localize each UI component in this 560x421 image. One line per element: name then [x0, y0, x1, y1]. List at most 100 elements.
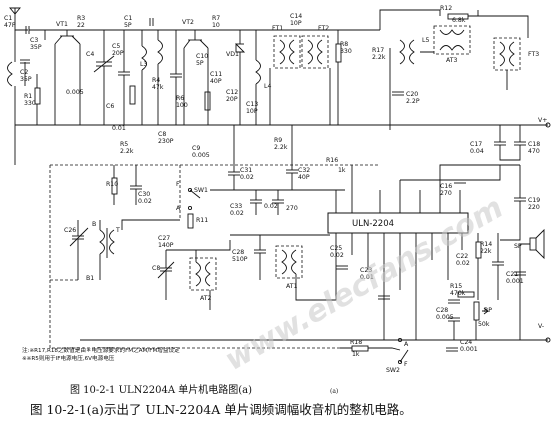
svg-text:T: T — [115, 227, 120, 234]
figure-description: 图 10-2-1(a)示出了 ULN-2204A 单片调频调幅收音机的整机电路。 — [30, 402, 412, 417]
svg-text:C10: C10 — [196, 53, 208, 60]
svg-text:40P: 40P — [298, 174, 310, 181]
svg-text:AT2: AT2 — [200, 295, 212, 302]
ft3-transformer — [478, 15, 529, 90]
svg-text:330: 330 — [24, 100, 36, 107]
svg-text:C4: C4 — [86, 51, 94, 58]
notes: 注:※R17,R18之数值是由＊电压源要求的FM之AM/FM增益设定 ※※R5则… — [22, 346, 180, 362]
svg-text:FT1: FT1 — [272, 25, 283, 32]
svg-text:SW2: SW2 — [386, 367, 400, 374]
svg-text:C22: C22 — [456, 253, 468, 260]
svg-text:10P: 10P — [246, 108, 258, 115]
svg-text:0.02: 0.02 — [240, 174, 254, 181]
svg-text:510P: 510P — [232, 256, 248, 263]
svg-text:2.2P: 2.2P — [406, 98, 420, 105]
svg-text:2.2k: 2.2k — [274, 144, 288, 151]
svg-text:22: 22 — [77, 22, 85, 29]
svg-text:FT3: FT3 — [528, 51, 539, 58]
svg-text:0.02: 0.02 — [264, 203, 278, 210]
svg-text:C26: C26 — [64, 227, 76, 234]
ic-label: ULN-2204 — [352, 219, 394, 229]
svg-text:470: 470 — [528, 148, 540, 155]
svg-text:0.005: 0.005 — [436, 314, 454, 321]
svg-text:6.8k: 6.8k — [452, 17, 466, 24]
svg-text:C30: C30 — [138, 191, 150, 198]
svg-text:C33: C33 — [230, 203, 242, 210]
svg-text:R6: R6 — [176, 95, 184, 102]
svg-text:VD1: VD1 — [226, 51, 239, 58]
tuning-stage — [149, 18, 182, 125]
figure-caption-tag: (a) — [330, 388, 338, 395]
svg-text:C19: C19 — [528, 197, 540, 204]
svg-text:C3: C3 — [30, 37, 38, 44]
svg-text:R10: R10 — [106, 181, 118, 188]
svg-text:A: A — [404, 341, 409, 348]
svg-text:0.001: 0.001 — [506, 278, 524, 285]
svg-text:20P: 20P — [226, 96, 238, 103]
svg-text:0.01: 0.01 — [360, 274, 374, 281]
svg-text:270: 270 — [440, 190, 452, 197]
svg-text:C18: C18 — [528, 141, 540, 148]
at2-transformer — [157, 240, 231, 310]
svg-text:B: B — [92, 221, 96, 228]
output-stage — [475, 233, 526, 300]
svg-text:C31: C31 — [240, 167, 252, 174]
svg-text:47P: 47P — [4, 22, 16, 29]
svg-text:L4: L4 — [264, 83, 271, 90]
svg-text:V+: V+ — [538, 117, 547, 124]
svg-text:C32: C32 — [298, 167, 310, 174]
svg-text:47k: 47k — [152, 84, 164, 91]
vt2-transistor — [183, 30, 211, 125]
svg-text:C6: C6 — [106, 103, 114, 110]
svg-text:0.005: 0.005 — [192, 152, 210, 159]
svg-text:V-: V- — [538, 323, 544, 330]
svg-text:10P: 10P — [290, 20, 302, 27]
svg-text:22k: 22k — [480, 248, 492, 255]
at3-transformer — [379, 9, 479, 130]
svg-text:20P: 20P — [112, 50, 124, 57]
svg-text:RP: RP — [484, 307, 492, 314]
svg-text:R4: R4 — [152, 77, 160, 84]
svg-text:C8: C8 — [158, 131, 166, 138]
svg-text:FT2: FT2 — [318, 25, 329, 32]
svg-text:0.005: 0.005 — [66, 89, 84, 96]
right-caps — [454, 165, 526, 241]
svg-text:C12: C12 — [226, 89, 238, 96]
sw1-switch — [187, 187, 201, 229]
svg-text:C14: C14 — [290, 13, 302, 20]
svg-text:C16: C16 — [440, 183, 452, 190]
svg-text:35P: 35P — [20, 76, 32, 83]
svg-text:SP: SP — [514, 243, 522, 250]
note-1: 注:※R17,R18之数值是由＊电压源要求的FM之AM/FM增益设定 — [22, 346, 180, 354]
note-2: ※※R5则用于IF电源电压,6V电源电压 — [22, 354, 115, 362]
vt1-transistor — [54, 30, 81, 125]
svg-text:R16: R16 — [326, 157, 338, 164]
svg-text:L3: L3 — [140, 61, 147, 68]
svg-text:C27: C27 — [158, 235, 170, 242]
svg-text:R3: R3 — [77, 15, 85, 22]
svg-text:R11: R11 — [196, 217, 208, 224]
v-minus-rail — [80, 290, 551, 343]
svg-text:2.2k: 2.2k — [120, 148, 134, 155]
svg-text:C24: C24 — [460, 339, 472, 346]
svg-text:C25: C25 — [330, 245, 342, 252]
small-caps-row — [210, 125, 345, 215]
svg-text:0.04: 0.04 — [470, 148, 484, 155]
svg-text:C8: C8 — [152, 265, 160, 272]
svg-text:R17: R17 — [372, 47, 384, 54]
svg-text:1k: 1k — [352, 351, 360, 358]
svg-text:C28: C28 — [232, 249, 244, 256]
svg-text:230P: 230P — [158, 138, 174, 145]
svg-text:0.02: 0.02 — [138, 198, 152, 205]
at1-transformer — [230, 234, 337, 301]
svg-text:100: 100 — [176, 102, 188, 109]
variable-capacitors — [93, 30, 147, 125]
svg-text:C20: C20 — [406, 91, 418, 98]
svg-text:C2: C2 — [20, 69, 28, 76]
svg-text:VT2: VT2 — [182, 19, 194, 26]
svg-text:5P: 5P — [196, 60, 204, 67]
svg-text:C21: C21 — [506, 271, 518, 278]
svg-text:R9: R9 — [274, 137, 282, 144]
svg-text:220: 220 — [528, 204, 540, 211]
svg-text:C28: C28 — [436, 307, 448, 314]
